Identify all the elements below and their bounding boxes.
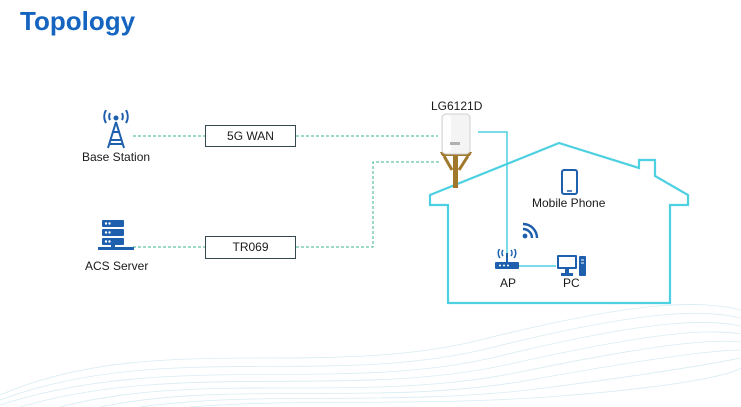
ap-label: AP	[500, 276, 517, 290]
tr069-link-right	[296, 161, 440, 248]
access-point-icon	[495, 249, 519, 269]
base-station-label: Base Station	[82, 150, 151, 164]
server-icon	[98, 220, 134, 250]
pc-label: PC	[563, 276, 580, 290]
device-label: LG6121D	[431, 99, 483, 113]
acs-server-label: ACS Server	[85, 259, 149, 273]
wifi-signal-icon	[522, 222, 539, 239]
device-ap-cable	[478, 131, 508, 260]
wan-link-box: 5G WAN	[205, 125, 296, 147]
base-station-icon	[103, 110, 129, 149]
mobile-phone-icon	[561, 169, 578, 195]
pc-icon	[557, 255, 586, 276]
mobile-phone-label: Mobile Phone	[532, 196, 606, 210]
outdoor-cpe-icon	[440, 113, 472, 188]
tr069-link-box: TR069	[205, 236, 296, 259]
page-title: Topology	[20, 6, 136, 36]
